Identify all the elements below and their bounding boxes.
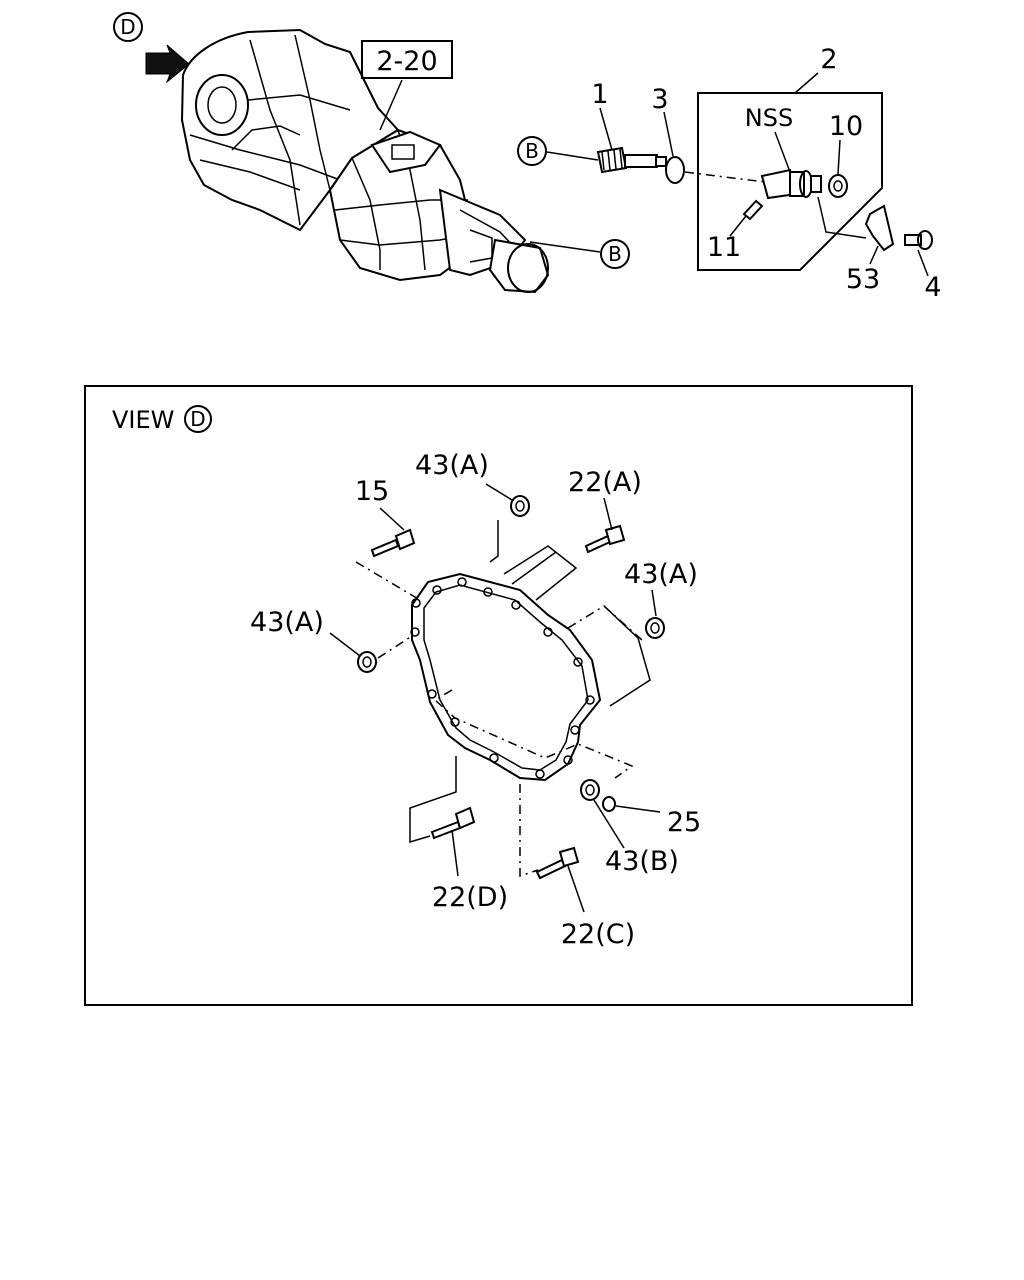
view-marker-d: D — [113, 12, 143, 42]
part-15-bolt — [370, 528, 416, 558]
dash-lower-left — [409, 756, 457, 844]
dash-43a-left — [377, 635, 413, 659]
part-22c-bolt — [535, 846, 580, 880]
part-4-bolt — [904, 230, 933, 250]
callout-4: 4 — [924, 272, 941, 303]
part-22d-bolt — [430, 806, 476, 840]
transmission-housing — [180, 28, 550, 294]
view-marker-d-text: D — [120, 15, 135, 39]
bracket-22a-group — [503, 545, 578, 601]
part-43a-left-nut — [357, 651, 377, 673]
leader-25 — [615, 805, 661, 813]
leader-22c — [567, 865, 585, 913]
leader-11 — [729, 215, 747, 237]
assembly-line-sensor — [684, 171, 766, 183]
part-43a-right-nut — [645, 617, 665, 639]
leader-43a-top — [485, 483, 513, 501]
leader-nss — [774, 131, 791, 173]
dash-15 — [355, 561, 421, 601]
assembly-reference-box: 2-20 — [361, 40, 453, 79]
bracket-43a-top — [489, 520, 499, 563]
part-43a-top-nut — [510, 495, 530, 517]
reference-b-housing-leader — [529, 241, 601, 253]
leader-3 — [663, 111, 674, 157]
view-d-panel — [84, 385, 913, 1006]
bracket-43a-right-2 — [603, 605, 651, 707]
part-11-pin — [742, 199, 764, 221]
assembly-leader — [379, 79, 403, 131]
leader-43a-right — [651, 589, 657, 617]
callout-43a-top: 43(A) — [415, 450, 489, 481]
reference-b-gear-leader — [546, 151, 599, 161]
leader-2 — [794, 72, 819, 94]
leader-53 — [869, 245, 879, 265]
part-53-dashed-link — [817, 196, 867, 239]
part-53-bracket — [864, 204, 895, 252]
callout-22d: 22(D) — [432, 882, 508, 913]
callout-15: 15 — [355, 476, 389, 507]
callout-nss: NSS — [745, 104, 793, 132]
reference-b-gear-text: B — [525, 139, 539, 163]
view-direction-arrow — [145, 44, 190, 84]
leader-4 — [917, 249, 929, 277]
dash-lower-bracket — [433, 689, 634, 779]
part-1-driven-gear — [596, 146, 667, 174]
leader-1 — [599, 107, 613, 151]
bracket-43a-right — [567, 605, 643, 641]
leader-22d — [451, 829, 459, 877]
reference-b-housing-text: B — [608, 242, 622, 266]
callout-43b: 43(B) — [605, 846, 679, 877]
callout-1: 1 — [591, 79, 608, 110]
callout-10: 10 — [829, 111, 863, 142]
view-title-marker: D — [184, 405, 212, 433]
callout-53: 53 — [846, 264, 880, 295]
part-43b-nut — [580, 779, 600, 801]
callout-43a-left: 43(A) — [250, 607, 324, 638]
callout-22a: 22(A) — [568, 467, 642, 498]
assembly-reference-text: 2-20 — [376, 46, 437, 77]
part-3-o-ring — [665, 156, 685, 184]
view-title-marker-text: D — [190, 407, 205, 431]
callout-11: 11 — [707, 232, 741, 263]
leader-10 — [837, 139, 841, 175]
view-title: VIEW — [112, 406, 174, 434]
dash-lower-mid — [519, 784, 539, 878]
leader-22a — [603, 497, 613, 531]
callout-43a-right: 43(A) — [624, 559, 698, 590]
reference-b-gear: B — [517, 136, 547, 166]
callout-22c: 22(C) — [561, 919, 635, 950]
nss-sensor — [760, 168, 822, 200]
callout-25: 25 — [667, 807, 701, 838]
callout-3: 3 — [651, 84, 668, 115]
gasket-plate — [410, 572, 602, 782]
part-10-nut — [828, 174, 848, 198]
part-22a-bolt — [584, 524, 626, 554]
part-2-group-outline — [697, 92, 883, 271]
leader-43b — [593, 799, 625, 849]
reference-b-housing: B — [600, 239, 630, 269]
part-25-washer — [602, 796, 616, 812]
leader-15 — [379, 507, 405, 531]
callout-2: 2 — [820, 44, 837, 75]
leader-43a-left — [329, 632, 361, 657]
